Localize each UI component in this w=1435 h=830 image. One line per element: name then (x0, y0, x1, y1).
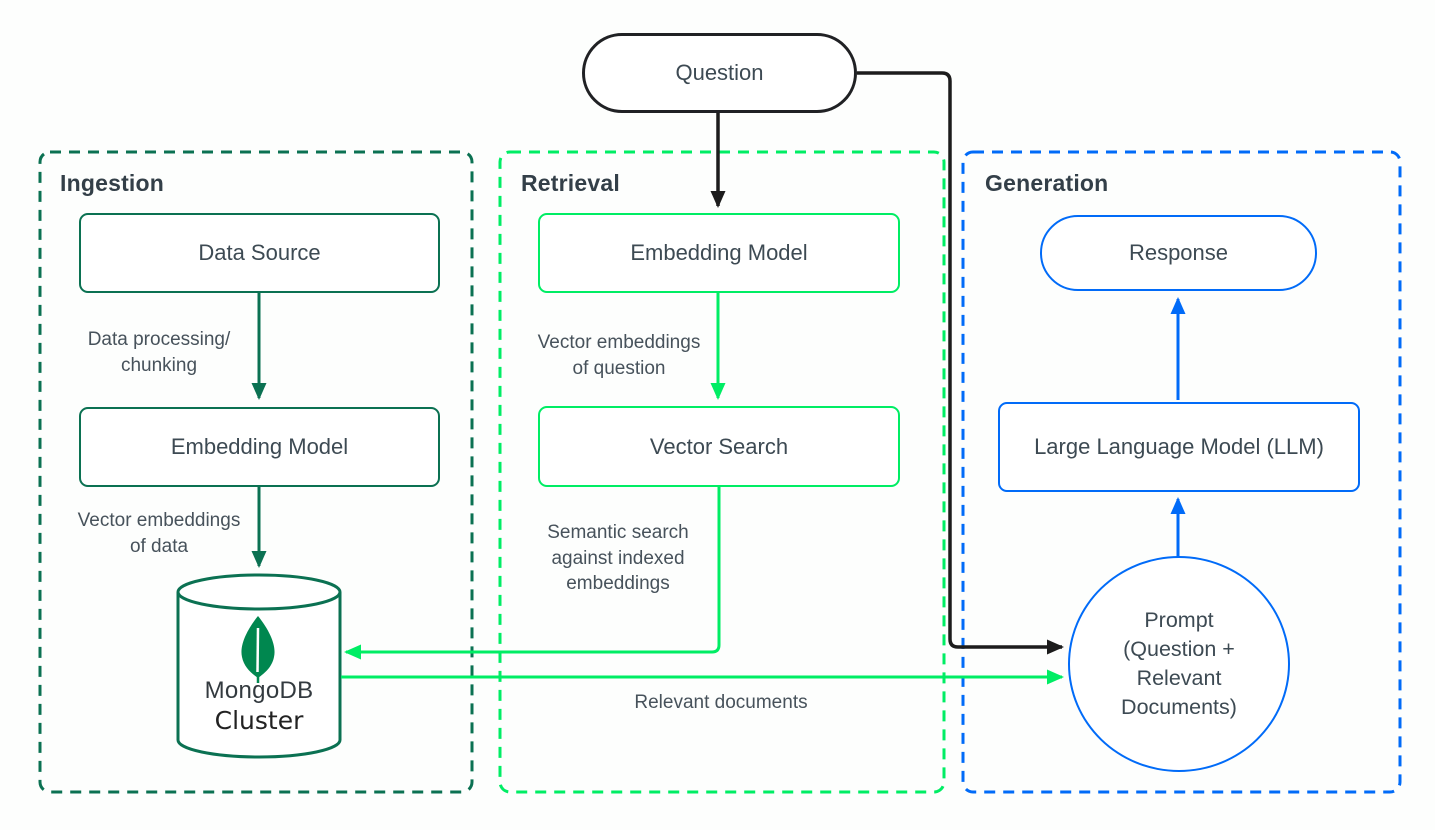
prompt-line: Documents) (1121, 695, 1237, 719)
response-node: Response (1040, 215, 1317, 291)
retrieval-embedding-model-node: Embedding Model (538, 213, 900, 293)
semantic-search-label: Semantic search against indexed embeddin… (547, 522, 689, 594)
edge-question-to-prompt (857, 71, 1064, 655)
retrieval-panel-title: Retrieval (521, 170, 620, 196)
mongodb-cluster-line2: Cluster (214, 706, 304, 735)
retrieval-panel-border (498, 150, 946, 794)
edge-vector-search-to-cluster (344, 487, 721, 660)
vector-embeddings-of-data-label: Vector embeddings of data (77, 510, 241, 557)
prompt-line: (Question + (1123, 637, 1235, 661)
mongodb-cluster-line1: MongoDB (204, 677, 314, 704)
data-source-node: Data Source (79, 213, 440, 293)
prompt-line: Relevant (1136, 666, 1222, 690)
vector-embeddings-of-question-label: Vector embeddings of question (537, 332, 701, 379)
prompt-line: Prompt (1144, 608, 1214, 632)
mongodb-leaf-icon (241, 616, 275, 683)
generation-panel-title: Generation (985, 170, 1109, 196)
prompt-node: Prompt (Question + Relevant Documents) (1068, 556, 1290, 772)
ingestion-embedding-model-node: Embedding Model (79, 407, 440, 487)
generation-panel-border (961, 150, 1402, 794)
vector-search-node: Vector Search (538, 406, 900, 487)
llm-node: Large Language Model (LLM) (998, 402, 1360, 492)
relevant-documents-label: Relevant documents (634, 692, 808, 713)
data-processing-label: Data processing/ chunking (87, 329, 231, 376)
ingestion-panel-title: Ingestion (60, 170, 165, 196)
question-node: Question (582, 33, 857, 113)
mongodb-cluster-label: MongoDB Cluster (178, 676, 340, 736)
